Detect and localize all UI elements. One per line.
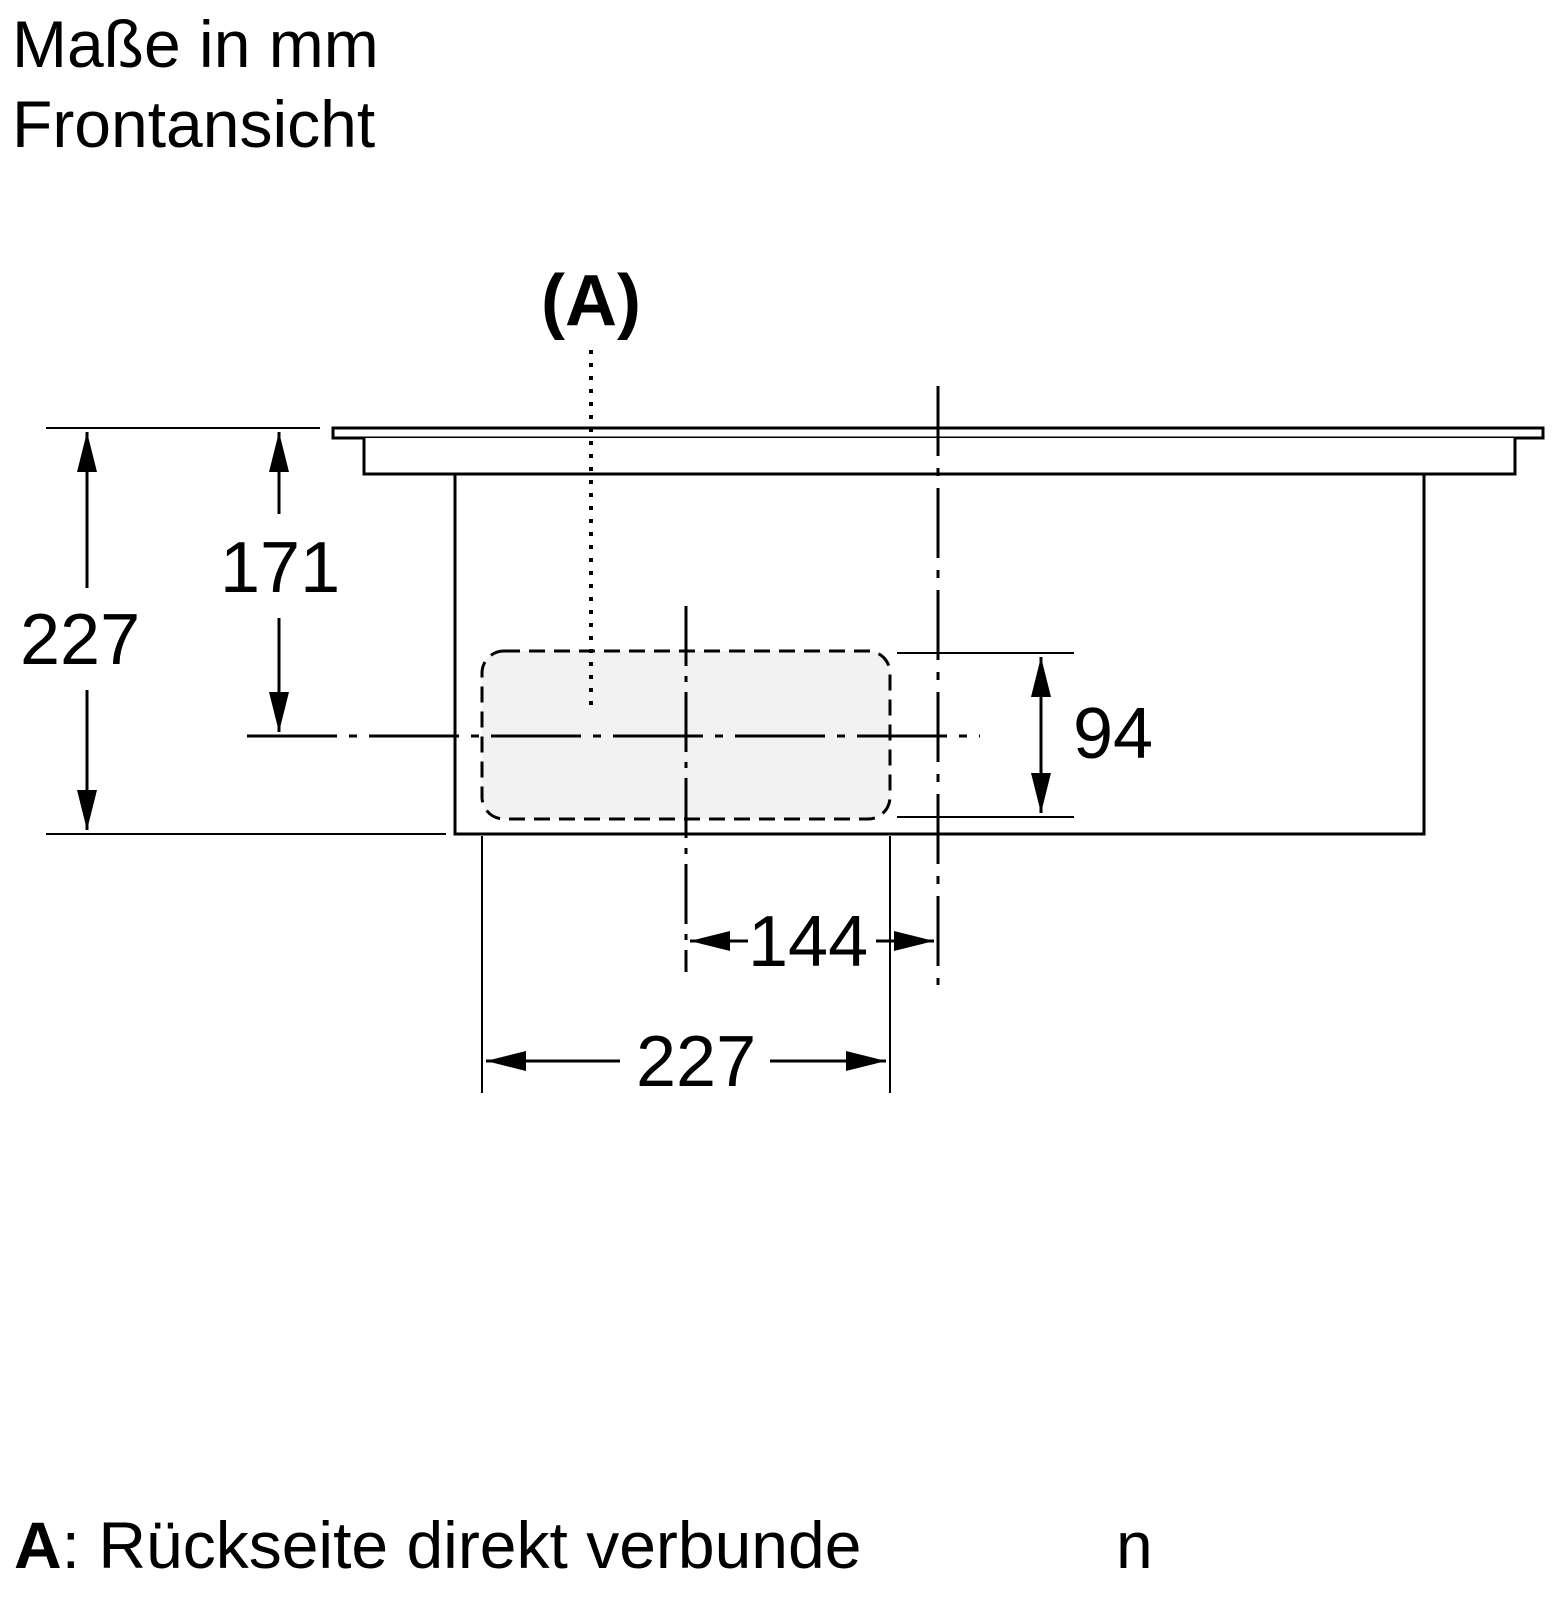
diagram-header: Maße in mm Frontansicht	[12, 4, 379, 164]
legend-text-tail: n	[1116, 1508, 1153, 1582]
dim-overall-height-label: 227	[20, 600, 140, 680]
legend-key: A	[14, 1508, 62, 1582]
legend: A: Rückseite direkt verbunde n	[14, 1505, 1153, 1585]
view-title: Frontansicht	[12, 87, 376, 161]
dim-center-height-label: 171	[220, 528, 340, 608]
units-note: Maße in mm	[12, 7, 379, 81]
dim-opening-width-label: 227	[636, 1022, 756, 1102]
dim-opening-height-label: 94	[1073, 694, 1153, 774]
dim-offset-label: 144	[748, 902, 868, 982]
legend-text: : Rückseite direkt verbunde	[61, 1508, 862, 1582]
callout-label-a: (A)	[541, 261, 641, 341]
